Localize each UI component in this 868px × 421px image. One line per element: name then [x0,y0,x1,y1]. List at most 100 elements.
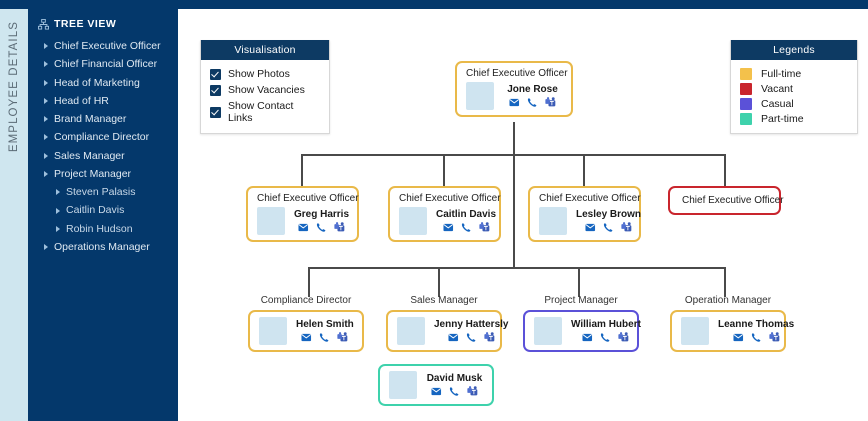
phone-icon[interactable] [600,332,611,343]
phone-icon[interactable] [449,386,460,397]
legend-row-part-time: Part-time [740,111,847,126]
caret-right-icon[interactable] [44,116,48,123]
contact-links [582,332,629,343]
teams-icon[interactable] [334,222,345,233]
legend-swatch [740,82,752,95]
email-icon[interactable] [509,97,520,108]
teams-icon[interactable] [467,386,478,397]
phone-icon[interactable] [466,332,477,343]
tree-item-chief-executive-officer[interactable]: Chief Executive Officer [28,37,178,55]
contact-links [442,222,490,233]
tree-item-project-manager[interactable]: Project Manager [28,165,178,183]
tree-item-chief-financial-officer[interactable]: Chief Financial Officer [28,55,178,73]
contact-links [733,332,780,343]
email-icon[interactable] [733,332,744,343]
teams-icon[interactable] [621,222,632,233]
caret-right-icon[interactable] [44,97,48,104]
caret-right-icon[interactable] [44,43,48,50]
tree-view-title: TREE VIEW [54,18,117,30]
phone-icon[interactable] [319,332,330,343]
checkbox-row-show-vacancies[interactable]: Show Vacancies [210,82,319,98]
tree-item-operations-manager[interactable]: Operations Manager [28,238,178,256]
email-icon[interactable] [582,332,593,343]
tree-item-steven-palasis[interactable]: Steven Palasis [28,183,178,201]
tree-item-label: Chief Executive Officer [54,40,161,52]
checkbox-checked-icon[interactable] [210,84,221,96]
tree-item-robin-hudson[interactable]: Robin Hudson [28,220,178,238]
email-icon[interactable] [298,222,309,233]
employee-photo [539,207,567,235]
tree-item-sales-manager[interactable]: Sales Manager [28,147,178,165]
caret-right-icon[interactable] [56,225,60,232]
employee-card[interactable]: Jenny Hattersly [386,310,508,352]
card-body: Leanne Thomas [681,317,794,345]
tree-item-compliance-director[interactable]: Compliance Director [28,128,178,146]
teams-icon[interactable] [337,332,348,343]
caret-right-icon[interactable] [44,244,48,251]
legend-label: Casual [761,97,794,110]
email-icon[interactable] [431,386,442,397]
connector-level3-drop-2 [438,267,440,297]
phone-icon[interactable] [603,222,614,233]
checkbox-checked-icon[interactable] [210,68,221,80]
phone-icon[interactable] [751,332,762,343]
checkbox-row-show-contact-links[interactable]: Show Contact Links [210,98,319,126]
checkbox-checked-icon[interactable] [210,106,221,118]
caret-right-icon[interactable] [44,152,48,159]
employee-name: Jone Rose [507,84,558,95]
caret-right-icon[interactable] [44,61,48,68]
employee-card[interactable]: David Musk [378,364,494,406]
teams-icon[interactable] [478,222,490,233]
employee-card[interactable]: Helen Smith [248,310,364,352]
tree-view-header: TREE VIEW [28,18,178,30]
legend-label: Full-time [761,67,802,80]
email-icon[interactable] [585,222,596,233]
node-title: Compliance Director [260,295,352,306]
tree-item-brand-manager[interactable]: Brand Manager [28,110,178,128]
phone-icon[interactable] [316,222,327,233]
employee-card[interactable]: Chief Executive Officer [668,186,784,215]
caret-right-icon[interactable] [56,189,60,196]
employee-name: Lesley Brown [576,209,642,220]
legend-row-casual: Casual [740,96,847,111]
caret-right-icon[interactable] [44,79,48,86]
caret-right-icon[interactable] [44,134,48,141]
checkbox-row-show-photos[interactable]: Show Photos [210,66,319,82]
email-icon[interactable] [448,332,459,343]
teams-icon[interactable] [484,332,495,343]
employee-name: Leanne Thomas [718,319,795,330]
card-info: David Musk [426,373,483,397]
email-icon[interactable] [442,222,454,233]
employee-name: Greg Harris [294,209,350,220]
card-info: William Hubert [571,319,641,343]
phone-icon[interactable] [461,222,472,233]
tree-item-label: Sales Manager [54,149,125,162]
card-body: Greg Harris [257,207,350,235]
tree-item-label: Operations Manager [54,240,150,253]
tree-item-head-of-marketing[interactable]: Head of Marketing [28,74,178,92]
employee-card[interactable]: William Hubert [523,310,641,352]
tree-item-head-of-hr[interactable]: Head of HR [28,92,178,110]
email-icon[interactable] [301,332,312,343]
teams-icon[interactable] [618,332,629,343]
employee-details-strip[interactable]: EMPLOYEE DETAILS [0,9,28,421]
tree-item-caitlin-davis[interactable]: Caitlin Davis [28,201,178,219]
teams-icon[interactable] [545,97,556,108]
card-body: Jenny Hattersly [397,317,508,345]
employee-card[interactable]: Leanne Thomas [670,310,794,352]
caret-right-icon[interactable] [44,170,48,177]
phone-icon[interactable] [527,97,538,108]
employee-name: David Musk [426,373,483,384]
teams-icon[interactable] [768,332,780,343]
caret-right-icon[interactable] [56,207,60,214]
connector-level2-drop-1 [301,154,303,186]
